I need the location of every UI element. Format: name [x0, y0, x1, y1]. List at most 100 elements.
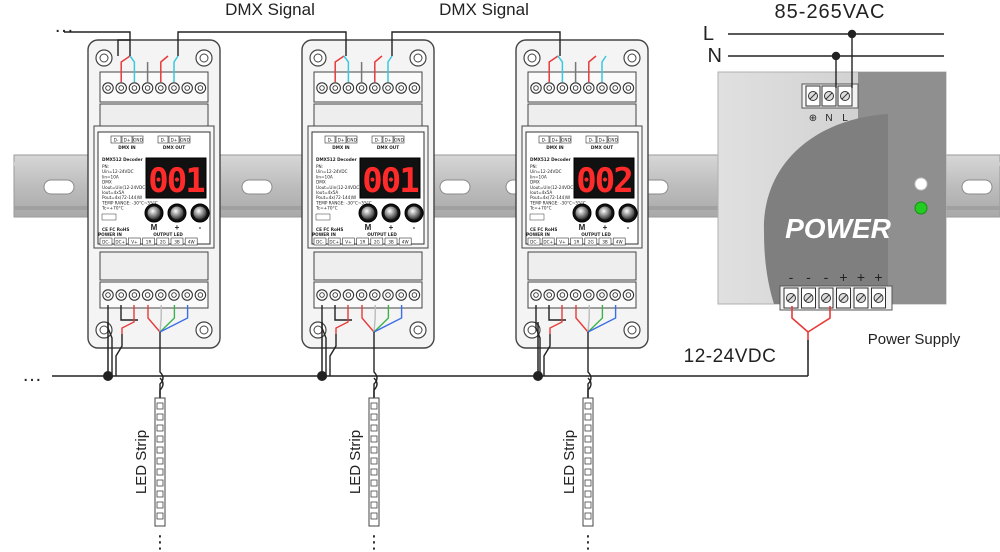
led-chip [584, 457, 592, 465]
led-chip [156, 468, 164, 476]
led-chip [584, 490, 592, 498]
certification-marks: CE FC RoHS [316, 227, 343, 232]
bottom-terminal-legend: DC- [530, 240, 538, 245]
led-chip [156, 512, 164, 520]
bottom-group-label: POWER IN [98, 232, 122, 237]
bottom-group-label: OUTPUT LED [581, 232, 611, 237]
spec-line: Iin=10A [102, 174, 119, 179]
continuation-dots: ⋮ [151, 532, 169, 552]
bottom-terminal-legend: 4W [402, 240, 409, 245]
spec-line: Uout=Uin(12-24VDC) [530, 185, 575, 190]
bottom-terminal-legend: V+ [131, 240, 138, 245]
dmx-signal-label-2: DMX Signal [439, 0, 529, 19]
bottom-terminal-legend: V+ [559, 240, 566, 245]
button-label: M [579, 223, 586, 232]
display-digits: 001 [362, 161, 418, 201]
status-led-white [914, 177, 928, 191]
bottom-terminal-legend: 2G [374, 240, 380, 245]
button-label: + [175, 223, 180, 232]
rail-slot [241, 179, 273, 195]
led-chip [584, 435, 592, 443]
led-chip [370, 457, 378, 465]
status-led-green [914, 201, 928, 215]
led-strip-label: LED Strip [561, 430, 578, 494]
bottom-terminal-legend: 4W [188, 240, 195, 245]
ac-input-wires [728, 29, 944, 88]
bottom-terminal-legend: DC+ [543, 240, 553, 245]
button-label: + [603, 223, 608, 232]
dmx-terminal-wires [120, 55, 179, 82]
power-label: POWER [785, 213, 892, 244]
spec-line: Iin=10A [316, 174, 333, 179]
top-terminal-legend: D- [375, 138, 380, 143]
led-strip-label: LED Strip [347, 430, 364, 494]
power-supply-label: Power Supply [868, 331, 961, 348]
dmx-terminal-wires [334, 55, 393, 82]
spec-line: Iout=4x5A [316, 190, 338, 195]
line-n-label: N [708, 45, 722, 67]
spec-line: Uin=12-24VDC [102, 169, 134, 174]
led-chip [370, 501, 378, 509]
top-terminal-legend: D+ [338, 138, 345, 143]
spec-line: TEMP RANGE: -30°C~55°C [315, 200, 372, 205]
button-label: + [389, 223, 394, 232]
top-terminal-legend: D+ [171, 138, 178, 143]
led-chip [156, 490, 164, 498]
top-terminal-legend: GND [180, 138, 190, 143]
ellipsis-bottom: … [22, 364, 42, 386]
dc-bus [52, 322, 809, 381]
bottom-terminal-legend: 3B [174, 240, 180, 245]
spec-line: Iin=10A [530, 174, 547, 179]
ac-terminal-label: N [825, 113, 832, 124]
bottom-terminal-legend: 3B [388, 240, 394, 245]
top-terminal-legend: GND [133, 138, 143, 143]
dc-terminal-sign: + [874, 269, 882, 285]
top-group-label: DMX OUT [591, 145, 613, 150]
top-terminal-legend: GND [561, 138, 571, 143]
top-terminal-legend: D+ [552, 138, 559, 143]
bottom-terminal-legend: DC- [316, 240, 324, 245]
segment-display [573, 157, 635, 199]
spec-line: Iout=4x5A [530, 190, 552, 195]
led-chip [156, 402, 164, 410]
spec-line: Tc=+70°C [315, 206, 338, 211]
top-terminal-legend: D+ [124, 138, 131, 143]
top-group-label: DMX OUT [163, 145, 185, 150]
bottom-group-label: OUTPUT LED [367, 232, 397, 237]
top-terminal-legend: D- [589, 138, 594, 143]
button-label: M [151, 223, 158, 232]
bottom-terminal-legend: 2G [160, 240, 166, 245]
spec-line: Pout=4x(72-144)W [530, 195, 570, 200]
bottom-terminal-legend: 1R [146, 240, 152, 245]
led-chip [156, 446, 164, 454]
led-strip-3: LED Strip⋮ [561, 377, 597, 552]
spec-line: Tc=+70°C [101, 206, 124, 211]
bottom-terminal-legend: V+ [345, 240, 352, 245]
bottom-group-label: OUTPUT LED [153, 232, 183, 237]
segment-display [359, 157, 421, 199]
spec-line: Uout=Uin(12-24VDC) [102, 185, 147, 190]
bottom-terminal-legend: 2G [588, 240, 594, 245]
led-strip-group: LED Strip⋮LED Strip⋮LED Strip⋮ [133, 377, 597, 552]
spec-line: PN: [316, 164, 323, 169]
spec-line: DMX [102, 180, 112, 185]
top-group-label: DMX IN [118, 145, 136, 150]
led-chip [156, 479, 164, 487]
top-terminal-legend: D- [542, 138, 547, 143]
led-chip [584, 479, 592, 487]
certification-marks: CE FC RoHS [102, 227, 129, 232]
led-chip [370, 468, 378, 476]
led-chip [156, 424, 164, 432]
ac-terminal-label: L [842, 113, 848, 124]
display-digits: 001 [148, 161, 204, 201]
led-chip [370, 413, 378, 421]
spec-line: DMX [530, 180, 540, 185]
top-terminal-legend: GND [608, 138, 618, 143]
bottom-terminal-legend: DC+ [329, 240, 339, 245]
led-chip [370, 490, 378, 498]
output-terminal-wires [321, 305, 403, 398]
